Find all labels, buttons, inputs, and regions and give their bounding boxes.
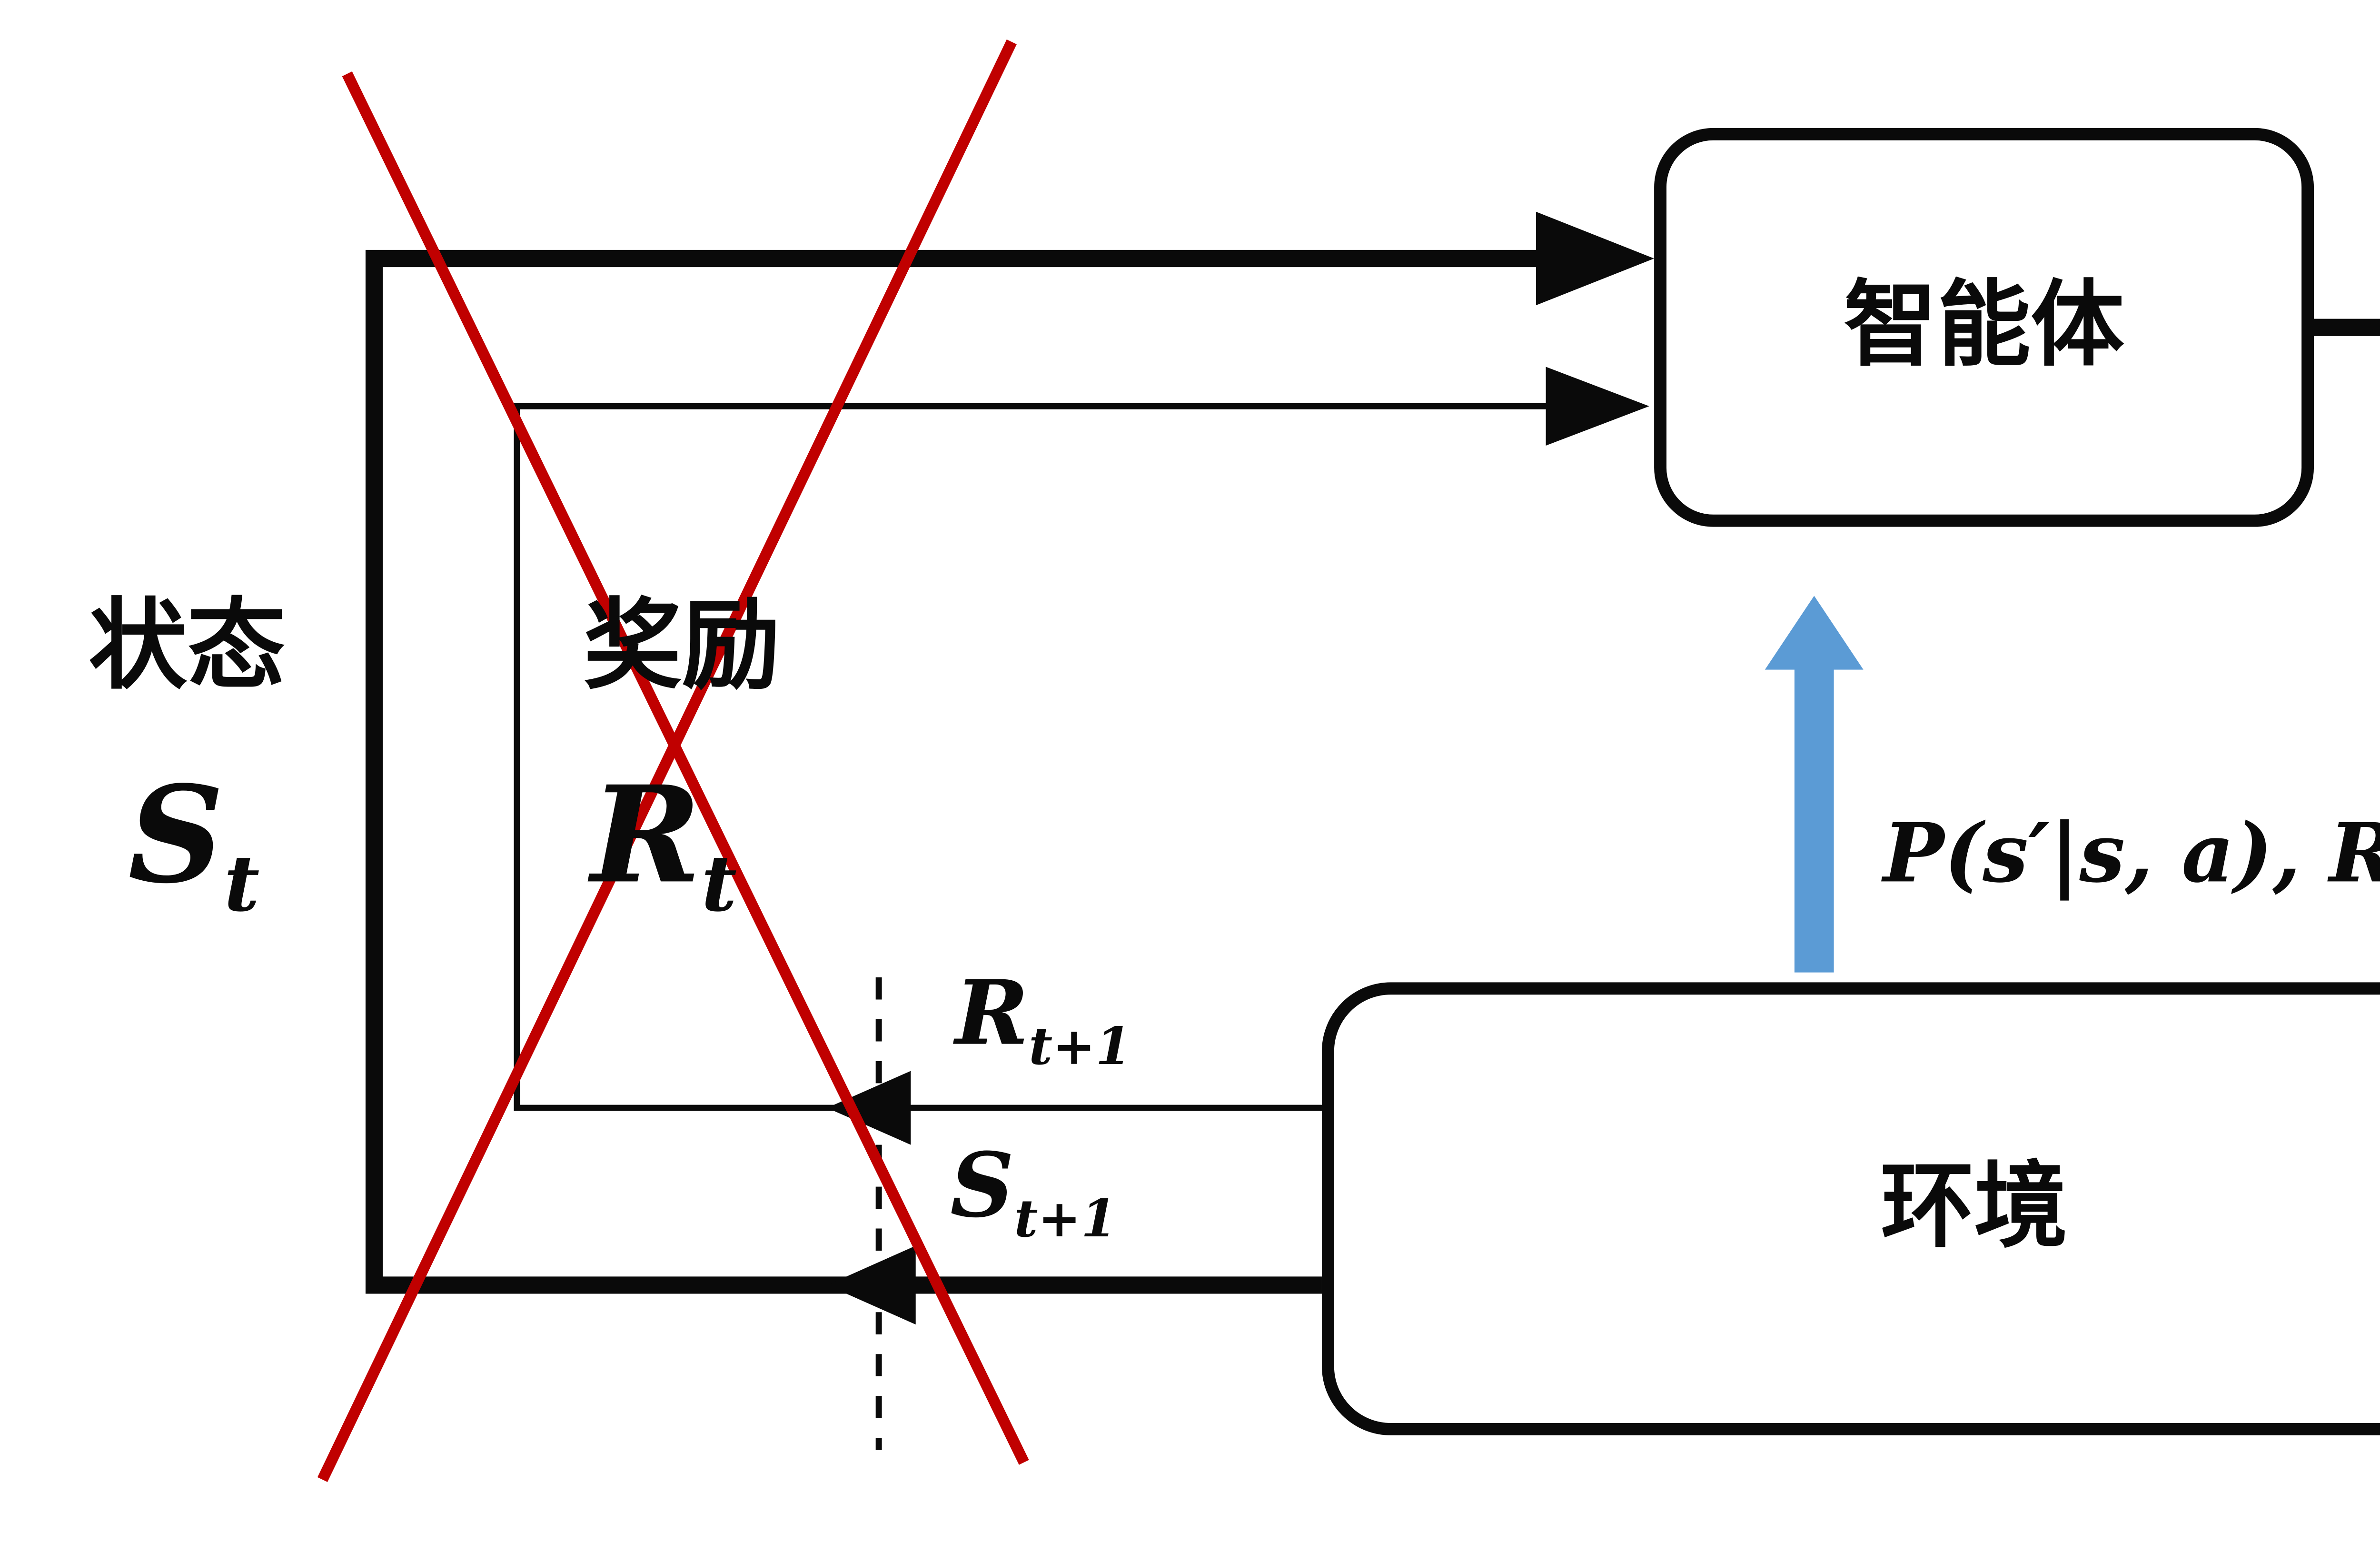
reward-symbol: Rt [591, 756, 737, 930]
next-state-symbol: St+1 [950, 1134, 1117, 1249]
state-cn-label: 状态 [89, 593, 286, 702]
red-cross-left [317, 39, 1029, 1482]
model-blue-arrow [1765, 596, 1864, 973]
next-reward-symbol: Rt+1 [955, 962, 1131, 1076]
agent-node: 智能体 [1654, 128, 2314, 527]
reward-into-agent-arrowhead [1546, 367, 1649, 446]
reward-boundary-arrowhead [827, 1071, 911, 1145]
reward-loop-line [514, 403, 1576, 1111]
state-boundary-arrowhead [827, 1245, 916, 1325]
state-into-agent-arrowhead [1536, 211, 1655, 306]
environment-node: 环境 [1321, 982, 2380, 1435]
agent-label: 智能体 [1844, 276, 2124, 379]
reward-cn-label: 奖励 [583, 593, 781, 702]
state-symbol: St [128, 756, 260, 930]
environment-label: 环境 [1880, 1157, 2068, 1261]
transition-model-label: P(s′|s, a), R(s|a) [1883, 805, 2380, 901]
